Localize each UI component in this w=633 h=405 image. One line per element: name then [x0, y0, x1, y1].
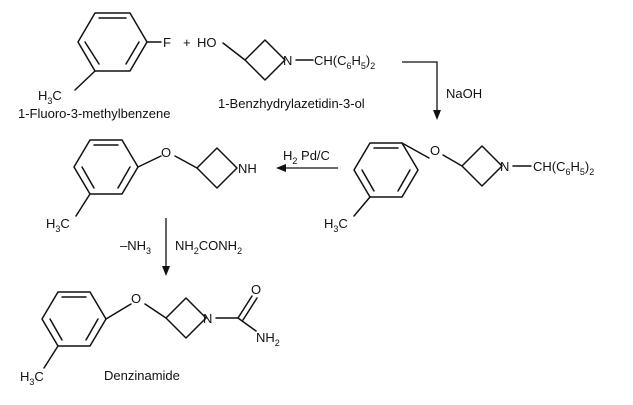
urea-arrow: –NH3 NH2CONH2: [120, 218, 242, 276]
fluoromethylbenzene-name: 1-Fluoro-3-methylbenzene: [18, 106, 170, 121]
azetidine-nitrogen: N: [500, 159, 509, 174]
benzhydryl-group-label: CH(C6H5)2: [533, 159, 594, 177]
methyl-label: H3C: [324, 216, 348, 234]
benzhydryl-group-label: CH(C6H5)2: [314, 53, 375, 71]
methyl-label: H3C: [46, 216, 70, 234]
methyl-label: H3C: [20, 369, 44, 387]
amide-nh2: NH2: [256, 330, 280, 348]
hydrogenation-reagent: H2 Pd/C: [283, 148, 330, 166]
ether-oxygen: O: [430, 143, 440, 158]
benzhydrylazetidinol-name: 1-Benzhydrylazetidin-3-ol: [218, 96, 365, 111]
methyl-label: H3C: [38, 88, 62, 106]
ammonia-loss: –NH3: [120, 238, 151, 256]
azetidine-nitrogen: N: [283, 53, 292, 68]
benzhydryl-ether-intermediate: O N CH(C6H5)2 H3C: [324, 142, 594, 234]
ether-oxygen: O: [131, 291, 141, 306]
azetidine-nh: NH: [238, 161, 257, 176]
azetidinyl-ether-intermediate: O NH H3C: [46, 139, 257, 234]
azetidine-nitrogen: N: [203, 311, 212, 326]
fluorine-label: F: [163, 35, 171, 50]
carbonyl-oxygen: O: [251, 282, 261, 297]
naoh-reagent: NaOH: [446, 86, 482, 101]
ether-oxygen: O: [161, 145, 171, 160]
urea-reagent: NH2CONH2: [175, 238, 242, 256]
naoh-arrow: NaOH: [402, 61, 482, 120]
fluoromethylbenzene-structure: F H3C 1-Fluoro-3-methylbenzene: [18, 12, 171, 121]
denzinamide-structure: O N O NH2 H3C Denzinamide: [20, 282, 280, 387]
hydrogenation-arrow: H2 Pd/C: [276, 148, 338, 172]
hydroxyl-label: HO: [197, 35, 217, 50]
benzhydrylazetidinol-structure: HO N CH(C6H5)2 1-Benzhydrylazetidin-3-ol: [197, 35, 375, 111]
denzinamide-name: Denzinamide: [104, 368, 180, 383]
plus-sign: +: [183, 35, 191, 50]
